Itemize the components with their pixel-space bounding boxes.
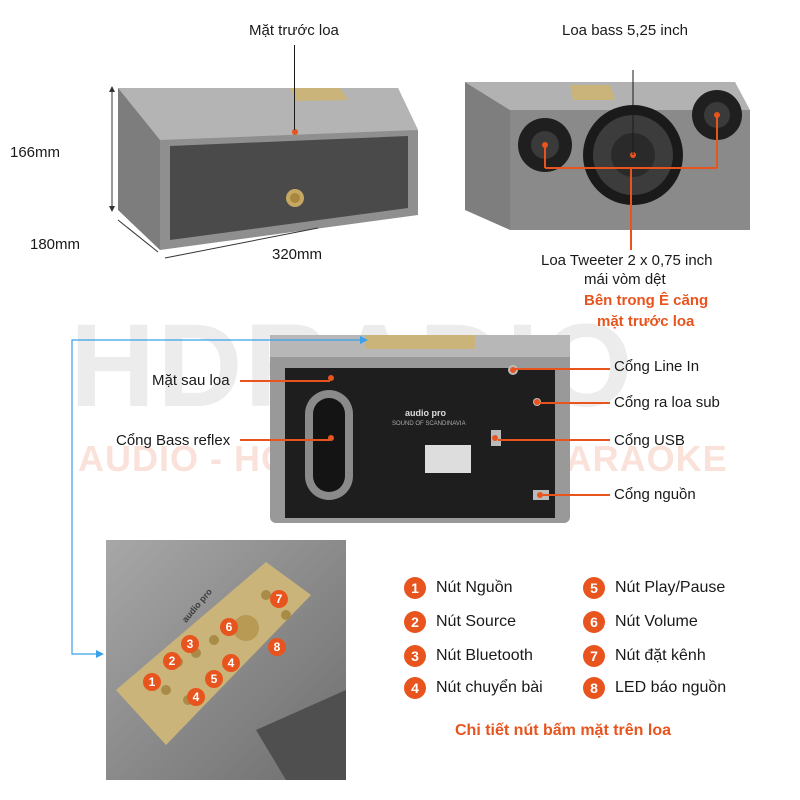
legend-item-7: 7 Nút đặt kênh <box>583 645 706 667</box>
sub-out-label: Cổng ra loa sub <box>614 394 720 411</box>
legend-num: 1 <box>404 577 426 599</box>
back-speaker-image <box>270 335 570 523</box>
line-in-label: Cổng Line In <box>614 358 700 375</box>
marker-7: 7 <box>270 590 288 608</box>
dimension-width: 320mm <box>272 246 323 263</box>
legend-label: LED báo nguồn <box>615 679 727 696</box>
legend-label: Nút chuyển bài <box>436 679 543 696</box>
guide-line <box>71 336 368 658</box>
marker-3: 3 <box>181 635 199 653</box>
power-label: Cổng nguồn <box>614 486 696 503</box>
legend-label: Nút Play/Pause <box>615 579 726 596</box>
marker-4: 4 <box>222 654 240 672</box>
inside-speaker-image <box>465 70 750 250</box>
legend-label: Nút Nguồn <box>436 579 513 596</box>
top-panel-closeup <box>106 540 346 780</box>
line-in-leader <box>515 368 610 370</box>
front-title-leader <box>294 45 295 130</box>
dimension-lines <box>109 86 319 259</box>
back-panel-brand: audio pro <box>405 408 446 418</box>
marker-8: 8 <box>268 638 286 656</box>
tweeter-label-line1: Loa Tweeter 2 x 0,75 inch <box>541 252 713 269</box>
back-panel-tagline: SOUND OF SCANDINAVIA <box>392 421 466 427</box>
sub-out-leader <box>540 402 610 404</box>
dimension-depth: 180mm <box>30 236 81 253</box>
usb-label: Cổng USB <box>614 432 685 449</box>
marker-4b: 4 <box>187 688 205 706</box>
bass-reflex-leader <box>240 439 330 441</box>
legend-num: 6 <box>583 611 605 633</box>
legend-num: 2 <box>404 611 426 633</box>
back-label: Mặt sau loa <box>152 372 230 389</box>
legend-num: 8 <box>583 677 605 699</box>
marker-5: 5 <box>205 670 223 688</box>
legend-item-1: 1 Nút Nguồn <box>404 577 513 599</box>
legend-num: 4 <box>404 677 426 699</box>
front-title: Mặt trước loa <box>249 22 339 39</box>
legend-label: Nút Volume <box>615 613 698 630</box>
legend-num: 3 <box>404 645 426 667</box>
legend-item-6: 6 Nút Volume <box>583 611 698 633</box>
marker-2: 2 <box>163 652 181 670</box>
marker-6: 6 <box>220 618 238 636</box>
legend-item-2: 2 Nút Source <box>404 611 516 633</box>
power-leader <box>543 494 610 496</box>
legend-label: Nút đặt kênh <box>615 647 706 664</box>
marker-1: 1 <box>143 673 161 691</box>
back-label-leader <box>240 380 330 382</box>
front-speaker-image <box>118 88 418 250</box>
legend-item-4: 4 Nút chuyển bài <box>404 677 543 699</box>
bass-label: Loa bass 5,25 inch <box>562 22 688 39</box>
tweeter-label-line2: mái vòm dệt <box>584 271 666 288</box>
legend-item-5: 5 Nút Play/Pause <box>583 577 725 599</box>
dimension-height: 166mm <box>10 144 61 161</box>
usb-leader <box>498 439 610 441</box>
legend-item-8: 8 LED báo nguồn <box>583 677 726 699</box>
legend-num: 7 <box>583 645 605 667</box>
inside-note-line2: mặt trước loa <box>597 313 695 330</box>
legend-num: 5 <box>583 577 605 599</box>
legend-item-3: 3 Nút Bluetooth <box>404 645 533 667</box>
legend-label: Nút Source <box>436 613 517 630</box>
legend-caption: Chi tiết nút bấm mặt trên loa <box>455 722 672 739</box>
inside-note-line1: Bên trong Ê căng <box>584 292 709 309</box>
legend-label: Nút Bluetooth <box>436 647 533 664</box>
bass-reflex-label: Cổng Bass reflex <box>116 432 231 449</box>
